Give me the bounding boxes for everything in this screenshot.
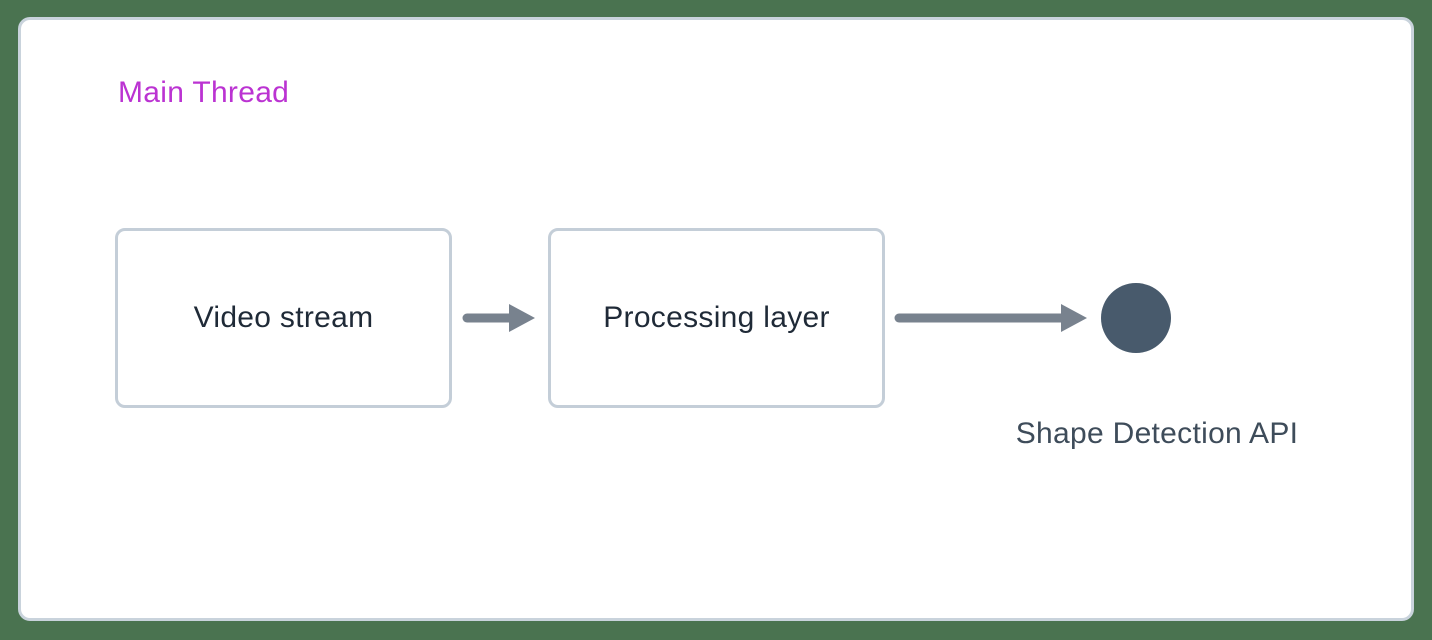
right-arrow-icon <box>894 304 1087 332</box>
main-thread-label: Main Thread <box>118 76 290 109</box>
node-video-stream: Video stream <box>115 228 452 408</box>
filled-circle-node <box>1101 283 1171 353</box>
right-arrow-icon <box>462 304 535 332</box>
node-video-stream-label: Video stream <box>193 301 374 334</box>
shape-detection-api-label: Shape Detection API <box>1015 417 1299 450</box>
node-processing-layer-label: Processing layer <box>603 301 830 334</box>
node-processing-layer: Processing layer <box>548 228 885 408</box>
